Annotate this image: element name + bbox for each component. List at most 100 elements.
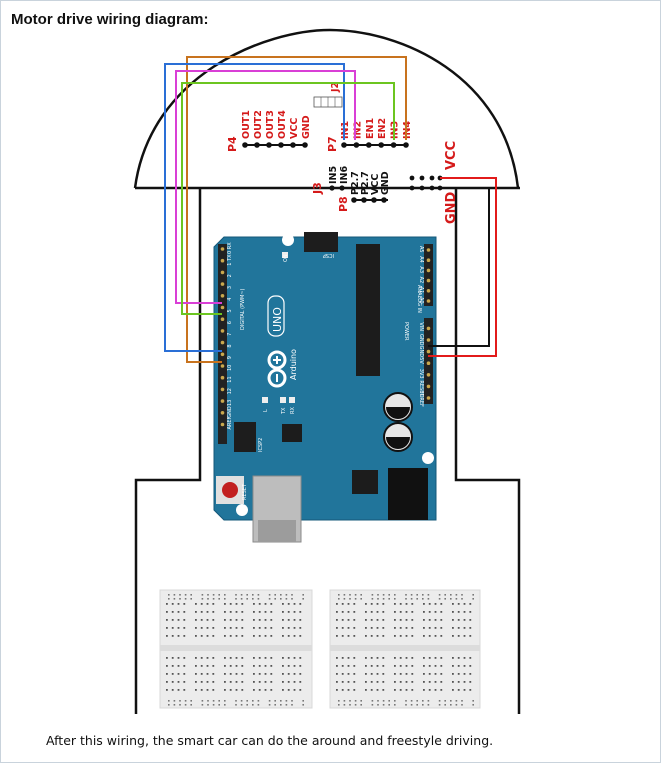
breadboard-hole — [166, 689, 168, 691]
p8-pin-dots — [351, 197, 387, 203]
breadboard-hole — [428, 611, 431, 613]
breadboard-hole — [347, 689, 350, 691]
p7-pin-dot — [353, 142, 360, 148]
breadboard-rail-hole — [343, 700, 346, 702]
breadboard-hole — [235, 673, 238, 675]
j2-label: J2 — [330, 82, 341, 93]
breadboard-hole — [195, 665, 197, 667]
breadboard-rail-hole — [246, 704, 248, 706]
breadboard-rail-hole — [427, 594, 430, 596]
breadboard-hole — [235, 611, 238, 613]
breadboard-rail-hole — [472, 704, 474, 706]
breadboard-hole — [405, 657, 408, 659]
breadboard-rail-hole — [168, 598, 170, 600]
breadboard-hole — [370, 611, 373, 613]
breadboard-hole — [347, 627, 350, 629]
breadboard-rail-hole — [450, 700, 452, 702]
breadboard-hole — [299, 665, 302, 667]
p8-pin-dot — [381, 197, 387, 203]
breadboard-hole — [293, 665, 296, 667]
breadboard-rail-hole — [302, 594, 304, 596]
breadboard-hole — [423, 635, 425, 637]
p4-pin-dot — [266, 142, 272, 148]
breadboard-hole — [457, 635, 460, 637]
breadboard-rail-hole — [338, 598, 340, 600]
breadboard-hole — [376, 635, 379, 637]
breadboard-hole — [463, 665, 466, 667]
breadboard-hole — [423, 665, 425, 667]
breadboard-rail-hole — [416, 704, 418, 706]
breadboard-hole — [336, 619, 338, 621]
breadboard-hole — [264, 611, 267, 613]
breadboard-hole — [166, 635, 168, 637]
breadboard-hole — [241, 681, 244, 683]
breadboard-hole — [463, 627, 466, 629]
breadboard-rail-hole — [257, 594, 260, 596]
breadboard-rail-hole — [360, 598, 362, 600]
breadboard-hole — [370, 635, 373, 637]
breadboard-rail-hole — [450, 598, 452, 600]
breadboard-hole — [394, 673, 396, 675]
breadboard-hole — [270, 603, 273, 605]
digital-pin-label: AREF — [227, 416, 233, 429]
breadboard-hole — [171, 673, 174, 675]
power-pin-label: IOREF — [418, 392, 424, 407]
breadboard-hole — [423, 689, 425, 691]
breadboard-rail-hole — [291, 700, 293, 702]
breadboard-hole — [206, 657, 209, 659]
breadboard-hole — [365, 665, 367, 667]
breadboard-hole — [353, 681, 356, 683]
breadboard-hole — [376, 665, 379, 667]
breadboard-hole — [264, 619, 267, 621]
breadboard-hole — [382, 611, 385, 613]
breadboard-hole — [287, 657, 290, 659]
breadboard-rail-hole — [371, 594, 374, 596]
breadboard-hole — [293, 673, 296, 675]
breadboard-rail-hole — [240, 598, 243, 600]
breadboard-hole — [287, 619, 290, 621]
breadboard-rail-hole — [173, 598, 176, 600]
breadboard-rail-hole — [394, 594, 396, 596]
breadboard-hole — [241, 635, 244, 637]
breadboard-hole — [293, 635, 296, 637]
p8-pin-dot — [371, 197, 377, 203]
breadboard-hole — [452, 673, 454, 675]
breadboard-rail-hole — [235, 594, 237, 596]
breadboard-rail-hole — [218, 598, 220, 600]
breadboard-hole — [241, 603, 244, 605]
breadboard-hole — [264, 689, 267, 691]
breadboard-hole — [224, 665, 226, 667]
breadboard-hole — [376, 689, 379, 691]
breadboard-hole — [183, 689, 186, 691]
breadboard-rail-hole — [438, 700, 441, 702]
breadboard-hole — [293, 619, 296, 621]
wire-green — [181, 82, 395, 315]
breadboard-hole — [235, 689, 238, 691]
breadboard-hole — [235, 627, 238, 629]
breadboard-hole — [405, 689, 408, 691]
breadboard-rail-hole — [173, 704, 176, 706]
breadboard-hole — [224, 681, 226, 683]
atmega-chip — [356, 244, 380, 376]
digital-pin-dot — [220, 247, 225, 251]
breadboard-rail-hole — [444, 704, 446, 706]
breadboard-rail-hole — [444, 594, 446, 596]
breadboard-hole — [224, 611, 226, 613]
breadboard-left-holes — [166, 594, 304, 706]
breadboard-hole — [287, 673, 290, 675]
icsp-label: ICSP — [323, 252, 334, 258]
breadboard-hole — [365, 681, 367, 683]
breadboard-hole — [195, 657, 197, 659]
breadboard-hole — [370, 603, 373, 605]
breadboard-hole — [253, 673, 255, 675]
breadboard-rail-hole — [410, 700, 413, 702]
breadboard-hole — [287, 665, 290, 667]
breadboard-hole — [282, 689, 284, 691]
breadboard-hole — [299, 689, 302, 691]
breadboard-rail-hole — [302, 598, 304, 600]
breadboard-hole — [336, 673, 338, 675]
breadboard-hole — [411, 635, 414, 637]
breadboard-hole — [411, 681, 414, 683]
breadboard-hole — [270, 673, 273, 675]
